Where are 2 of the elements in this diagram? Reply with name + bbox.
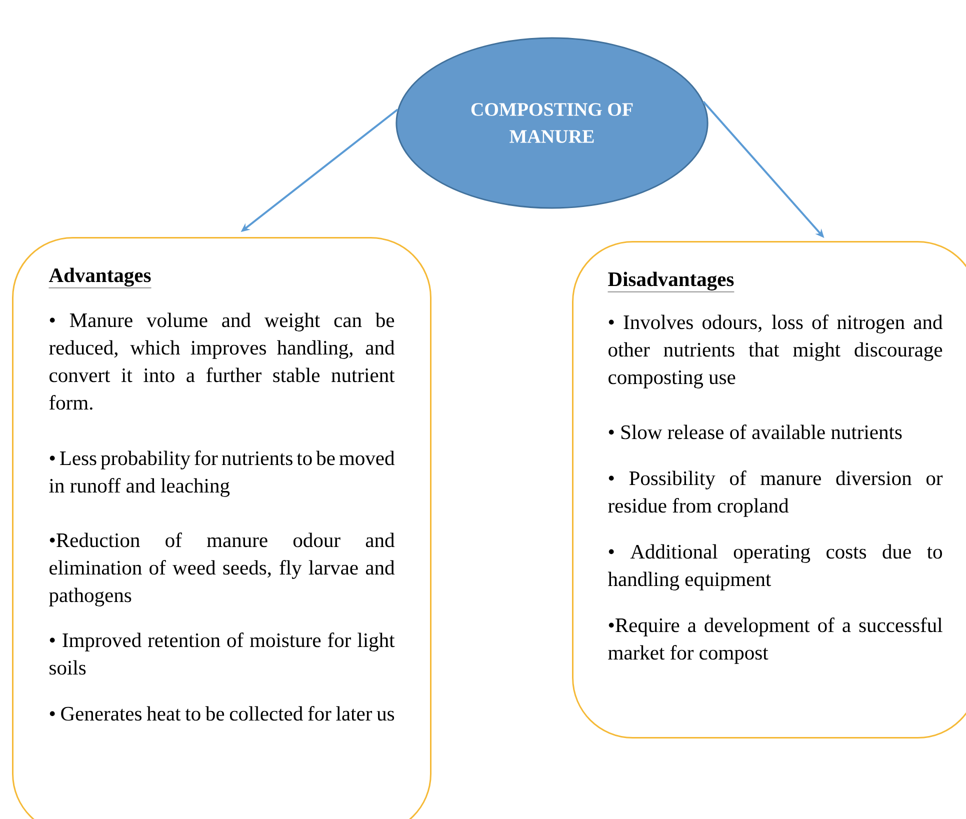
list-card: Disadvantages • Involves odours, loss of nitrogen and other nutrients that might discourage composting use • Slow release of available nutrients • Possibility of manure diversion or residue from cropland • Additional operating costs due to handling equipment •Require a development of a successful market for compost — [572, 241, 966, 738]
list-card: Advantages • Manure volume and weight can be reduced, which improves handling, and convert it into a further stable nutrient form. • Less probability for nutrients to be moved in runoff and leaching •Reduction of manure odour and elimination of weed seeds, fly larvae and pathogens • Improved retention of moisture for light soils • Generates heat to be collected for later us — [12, 237, 432, 819]
